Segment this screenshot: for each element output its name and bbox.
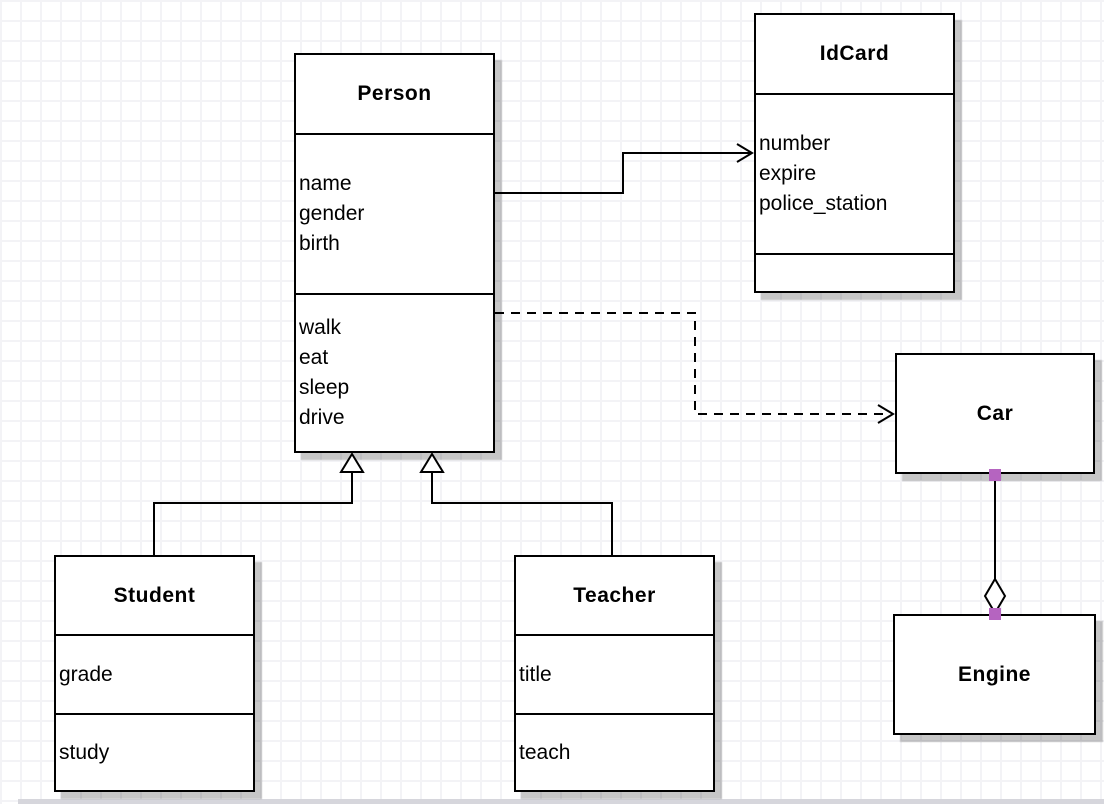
method: drive (299, 406, 345, 429)
attribute: number (759, 132, 831, 155)
endpoint-handle-car-bottom[interactable] (989, 469, 1001, 481)
class-title: Engine (957, 662, 1031, 686)
attribute: grade (59, 662, 113, 686)
attribute: expire (759, 162, 817, 185)
class-title: Car (976, 401, 1014, 425)
method: eat (299, 346, 329, 369)
class-box-car[interactable]: Car (895, 353, 1095, 474)
inheritance-student-person[interactable] (153, 452, 365, 555)
attribute: birth (299, 232, 340, 255)
attributes-section: grade (56, 634, 253, 713)
aggregation-car-engine[interactable] (983, 475, 1007, 615)
method: sleep (299, 376, 350, 399)
class-title: Teacher (573, 583, 656, 607)
class-title: Person (357, 82, 432, 105)
class-box-idcard[interactable]: IdCard number expire police_station (754, 13, 955, 293)
methods-section: walk eat sleep drive (296, 293, 493, 451)
methods-section: study (56, 713, 253, 790)
methods-section-empty (756, 253, 953, 291)
method: study (59, 740, 110, 764)
method: teach (519, 740, 571, 764)
class-box-teacher[interactable]: Teacher title teach (514, 555, 715, 792)
attributes-section: number expire police_station (756, 93, 953, 253)
attributes-section: title (516, 634, 713, 713)
inheritance-teacher-person[interactable] (419, 452, 613, 555)
attributes-section: name gender birth (296, 133, 493, 293)
endpoint-handle-engine-top[interactable] (989, 608, 1001, 620)
attribute: police_station (759, 192, 888, 215)
class-title: IdCard (819, 42, 890, 65)
class-box-person[interactable]: Person name gender birth walk eat sleep … (294, 53, 495, 453)
attribute: gender (299, 202, 365, 225)
class-title: Student (113, 583, 196, 607)
methods-section: teach (516, 713, 713, 790)
canvas-bottom-edge (18, 799, 1104, 804)
method: walk (299, 316, 342, 339)
attribute: title (519, 662, 552, 686)
class-box-engine[interactable]: Engine (893, 614, 1096, 735)
dependency-person-car[interactable] (495, 312, 895, 424)
attribute: name (299, 172, 352, 195)
association-person-idcard[interactable] (495, 143, 754, 194)
class-box-student[interactable]: Student grade study (54, 555, 255, 792)
